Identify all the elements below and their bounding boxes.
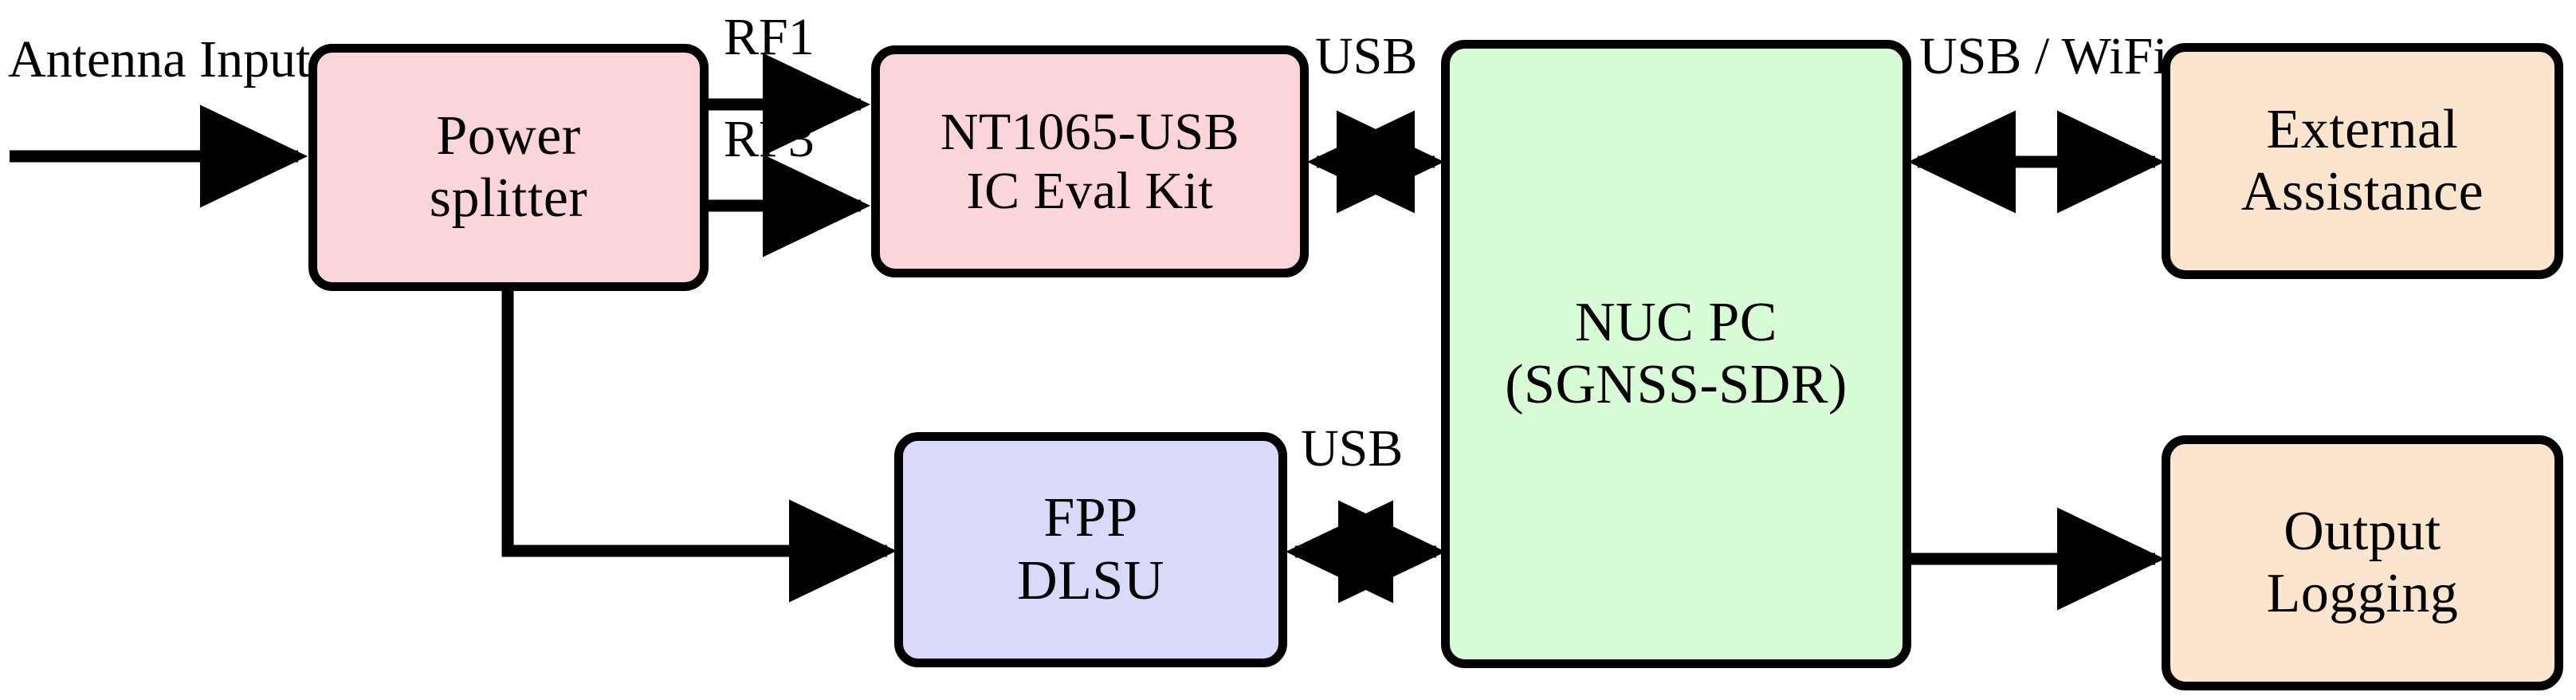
edge-label-rf1-line-1: RF1 <box>724 8 815 66</box>
edge-label-usb-bottom: USB <box>1301 421 1403 476</box>
node-nt1065-usb-ic-eval-kit[interactable]: NT1065-USB IC Eval Kit <box>871 45 1309 277</box>
node-power-splitter-line-1: Power <box>436 104 581 167</box>
edge-label-usb-wifi-line-1: USB / <box>1919 27 2050 85</box>
node-output-logging-line-2: Logging <box>2266 563 2459 624</box>
node-external-assistance-line-1: External <box>2266 98 2459 160</box>
node-output-logging-line-1: Output <box>2283 500 2441 562</box>
node-fpp-dlsu-line-1: FPP <box>1043 487 1138 549</box>
edge-label-rf3: RF3 <box>724 112 815 167</box>
node-external-assistance-line-2: Assistance <box>2240 161 2484 222</box>
node-fpp-dlsu[interactable]: FPP DLSU <box>894 432 1287 667</box>
edge-label-usb-wifi: USB / WiFi <box>1919 27 2168 85</box>
edge-label-antenna-input-line-2: Input <box>199 30 311 88</box>
node-nuc-pc-line-1: NUC PC <box>1575 291 1777 353</box>
node-power-splitter-line-2: splitter <box>429 167 588 229</box>
edge-label-usb-bottom-line-1: USB <box>1301 419 1404 478</box>
edge-label-usb-wifi-line-2: WiFi <box>2061 27 2168 85</box>
node-external-assistance[interactable]: External Assistance <box>2162 43 2563 279</box>
edge-label-antenna-input: Antenna Input <box>8 30 310 88</box>
node-fpp-dlsu-line-2: DLSU <box>1017 549 1164 612</box>
node-nuc-pc-sgnss-sdr[interactable]: NUC PC (SGNSS-SDR) <box>1441 40 1911 668</box>
node-nt1065-line-2: IC Eval Kit <box>966 161 1214 220</box>
edge-label-usb-top-line-1: USB <box>1315 27 1418 85</box>
node-power-splitter[interactable]: Power splitter <box>308 44 709 291</box>
node-nuc-pc-line-2: (SGNSS-SDR) <box>1505 354 1848 415</box>
edge-splitter-to-fpp <box>501 287 897 603</box>
edge-label-rf1: RF1 <box>724 10 815 65</box>
edge-label-rf3-line-1: RF3 <box>724 110 815 168</box>
node-nt1065-line-1: NT1065-USB <box>940 102 1240 161</box>
node-output-logging[interactable]: Output Logging <box>2162 435 2563 690</box>
edge-label-usb-top: USB <box>1315 29 1417 84</box>
edge-label-antenna-input-line-1: Antenna <box>8 30 187 88</box>
